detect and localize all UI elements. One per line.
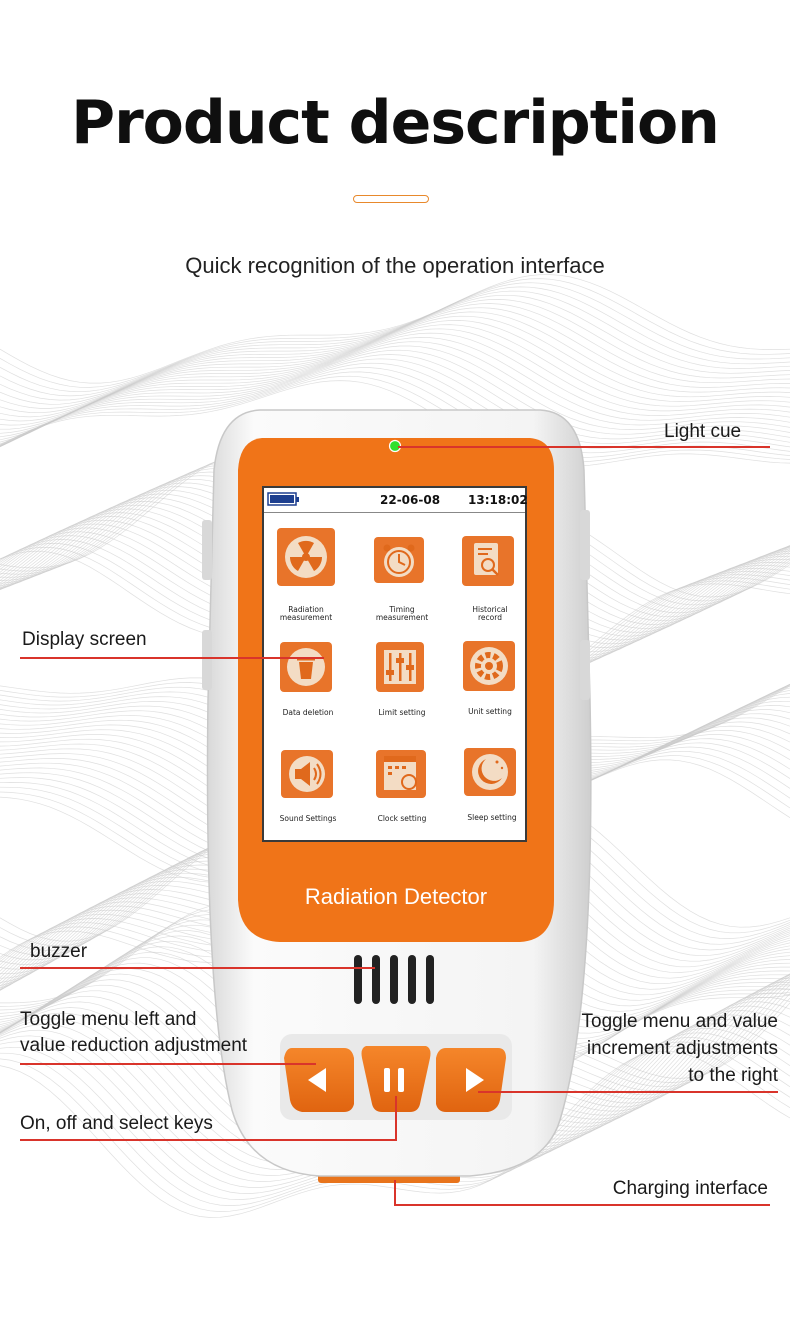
wave-line (0, 274, 790, 384)
alarm-clock-icon (383, 544, 415, 577)
center-key-leader-vertical (395, 1096, 397, 1141)
label-right-key-line2: increment adjustments (586, 1038, 778, 1059)
light-cue-leader-line (398, 446, 770, 448)
page-title: Product description (71, 88, 720, 158)
right-key-leader-line (478, 1091, 778, 1093)
menu-label: Timing (388, 605, 415, 614)
wave-line (0, 367, 790, 454)
radiation-icon (289, 540, 323, 571)
menu-item-sleep-setting[interactable] (464, 748, 516, 796)
menu-item-data-deletion[interactable] (280, 642, 332, 692)
buzzer-leader-line (20, 967, 375, 969)
trash-icon (287, 648, 325, 686)
page-subtitle: Quick recognition of the operation inter… (185, 253, 605, 278)
menu-label: measurement (376, 613, 428, 622)
calendar-clock-icon (384, 756, 417, 790)
wave-line (0, 358, 790, 448)
battery-icon (267, 492, 299, 506)
center-key[interactable] (361, 1046, 431, 1112)
label-left-key-line1: Toggle menu left and (20, 1009, 197, 1030)
wave-line (0, 349, 790, 447)
title-accent-bar (353, 195, 429, 203)
menu-label: Historical (472, 605, 507, 614)
wave-line (0, 375, 790, 463)
sliders-icon (384, 650, 416, 684)
right-key[interactable] (436, 1048, 506, 1112)
left-key-leader-line (20, 1063, 316, 1065)
left-key[interactable] (284, 1048, 354, 1112)
gear-icon (470, 647, 508, 685)
wave-line (0, 324, 790, 434)
wave-line (0, 278, 790, 388)
wave-line (0, 371, 790, 458)
label-light-cue: Light cue (664, 421, 742, 442)
wave-line (0, 341, 790, 445)
menu-label: Unit setting (468, 707, 512, 716)
wave-line (0, 362, 790, 449)
menu-item-timing[interactable] (374, 537, 424, 583)
menu-label: Data deletion (283, 708, 334, 717)
wave-line (0, 380, 790, 467)
wave-line (0, 315, 790, 426)
label-center-key: On, off and select keys (20, 1113, 213, 1134)
label-right-key-line3: to the right (688, 1065, 778, 1086)
wave-line (0, 282, 790, 393)
label-left-key-line2: value reduction adjustment (20, 1035, 248, 1056)
display-screen-leader-line (20, 657, 324, 659)
center-key-leader-line (20, 1139, 397, 1141)
menu-label: Radiation (288, 605, 324, 614)
menu-grid: Radiation measurement Timing measurement (277, 528, 517, 823)
label-charging: Charging interface (612, 1178, 768, 1199)
label-display-screen: Display screen (22, 629, 147, 650)
menu-item-clock-setting[interactable] (376, 750, 426, 798)
screen-time: 13:18:02 (468, 493, 528, 507)
menu-item-unit-setting[interactable] (463, 641, 515, 691)
label-buzzer: buzzer (30, 941, 88, 962)
menu-item-radiation[interactable] (277, 528, 335, 586)
wave-line (0, 337, 790, 443)
wave-line (0, 311, 790, 422)
menu-label: Limit setting (379, 708, 426, 717)
menu-item-limit-setting[interactable] (376, 642, 424, 692)
wave-line (0, 286, 790, 397)
device-brand-label: Radiation Detector (305, 884, 487, 909)
charging-leader-vertical (394, 1180, 396, 1206)
label-right-key-line1: Toggle menu and value (581, 1011, 778, 1032)
pause-icon (384, 1068, 404, 1092)
wave-line (0, 328, 790, 438)
history-record-icon (474, 543, 499, 576)
right-arrow-icon (466, 1068, 484, 1092)
menu-label: record (478, 613, 502, 622)
left-arrow-icon (308, 1068, 326, 1092)
moon-icon (472, 754, 508, 790)
charging-leader-line (394, 1204, 770, 1206)
speaker-icon (289, 756, 325, 792)
menu-label: Sound Settings (280, 814, 337, 823)
wave-line (0, 332, 790, 441)
wave-line (0, 345, 790, 446)
wave-line (0, 290, 790, 401)
menu-label: Clock setting (378, 814, 427, 823)
menu-label: measurement (280, 613, 332, 622)
wave-line (0, 320, 790, 430)
menu-item-history[interactable] (462, 536, 514, 586)
screen-date: 22-06-08 (380, 493, 440, 507)
menu-item-sound-settings[interactable] (281, 750, 333, 798)
wave-line (0, 354, 790, 447)
menu-label: Sleep setting (467, 813, 516, 822)
